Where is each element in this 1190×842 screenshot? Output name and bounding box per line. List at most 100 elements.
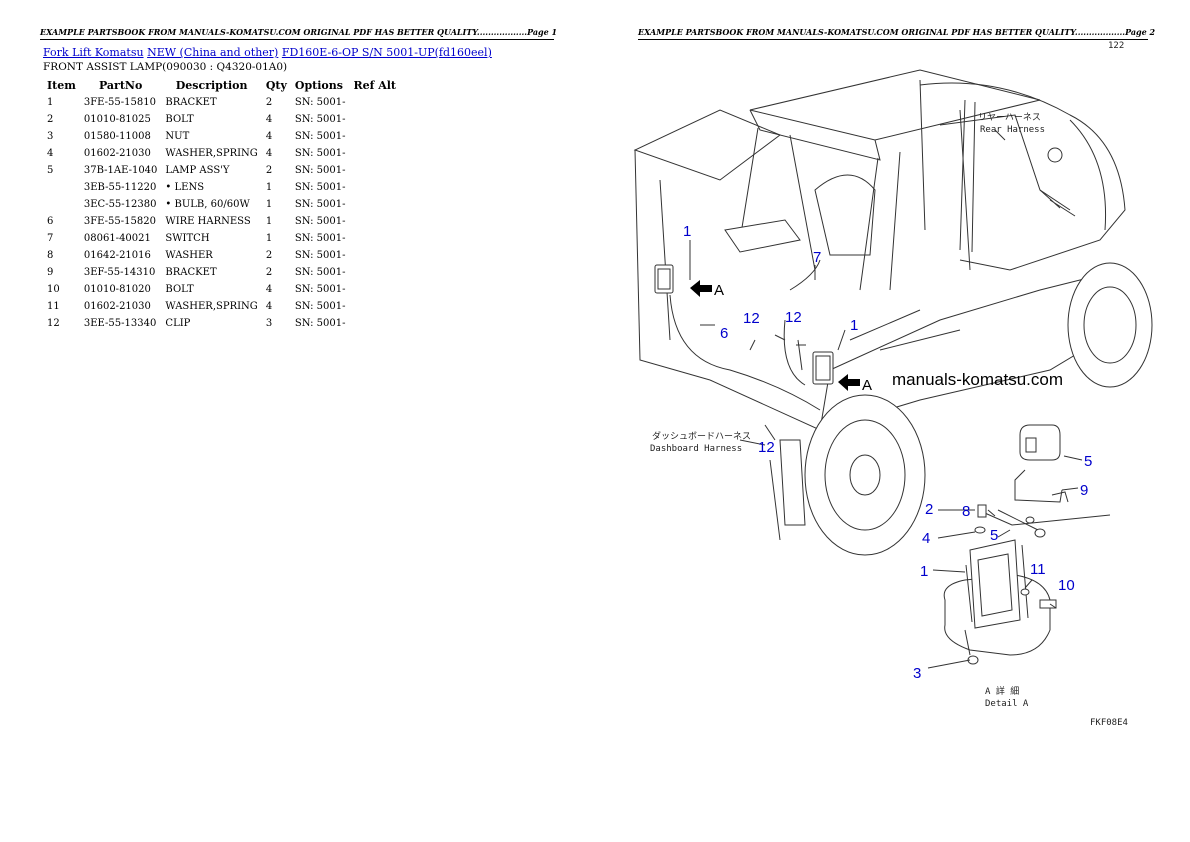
cell-partno: 3FE-55-15820 [83,216,156,227]
column-header-ref-alt: Ref Alt [353,78,397,92]
callout-2: 2 [925,501,933,518]
cell-item: 1 [47,97,54,108]
cell-qty: 1 [265,199,273,210]
cell-qty: 1 [265,216,273,227]
cell-description: SWITCH [165,233,210,244]
callout-1-cab: 1 [683,223,691,240]
cell-options: SN: 5001- [294,250,346,261]
cell-partno: 01602-21030 [83,301,151,312]
cell-options: SN: 5001- [294,165,346,176]
cell-ref-alt [350,247,401,264]
cell-partno: 3EE-55-13340 [83,318,157,329]
cell-item: 10 [47,284,60,295]
callout-7: 7 [813,249,821,266]
cell-item: 11 [47,301,60,312]
diagram-svg: A A リヤーハーネス Rear Harness ダッシュボードハーネス Das… [633,41,1153,728]
cell-item: 3 [47,131,54,142]
table-row: 2 01010-81025 BOLT 4 SN: 5001- [43,111,400,128]
cell-partno: 01010-81020 [83,284,151,295]
cell-description: BRACKET [165,267,217,278]
cell-qty: 2 [265,250,273,261]
cell-description: BOLT [165,114,194,125]
breadcrumb-link-forklift[interactable]: Fork Lift Komatsu [43,46,144,59]
cell-partno: 3FE-55-15810 [83,97,156,108]
cell-ref-alt [350,162,401,179]
page-1-header: EXAMPLE PARTSBOOK FROM MANUALS-KOMATSU.C… [40,27,557,40]
cell-qty: 4 [265,301,273,312]
cell-options: SN: 5001- [294,114,346,125]
callout-12-dash: 12 [758,439,775,456]
callout-5-lamp: 5 [1084,453,1092,470]
callout-12-clip: 12 [785,309,802,326]
callout-9: 9 [1080,482,1088,499]
cell-ref-alt [350,213,401,230]
cell-partno: 01010-81025 [83,114,151,125]
section-title: FRONT ASSIST LAMP(090030 : Q4320-01A0) [43,61,288,73]
callout-3: 3 [913,665,921,682]
cell-qty: 3 [265,318,273,329]
cell-ref-alt [350,315,401,332]
cell-description: • LENS [165,182,205,193]
cell-qty: 4 [265,148,273,159]
table-header-row: Item PartNo Description Qty Options Ref … [43,77,400,94]
column-header-qty: Qty [265,78,287,92]
column-header-options: Options [294,78,343,92]
rear-harness-label: Rear Harness [980,125,1045,135]
cell-ref-alt [350,94,401,111]
cell-qty: 2 [265,97,273,108]
dash-harness-label: Dashboard Harness [650,444,742,454]
parts-table: Item PartNo Description Qty Options Ref … [43,77,400,332]
cell-partno: 3EC-55-12380 [83,199,157,210]
cell-item [43,196,80,213]
breadcrumb: Fork Lift Komatsu NEW (China and other) … [43,46,492,59]
cell-ref-alt [350,145,401,162]
cell-item: 12 [47,318,60,329]
rear-harness-jp-label: リヤーハーネス [978,112,1041,123]
cell-options: SN: 5001- [294,233,346,244]
diagram-page-number: 122 [1108,41,1124,51]
cell-description: LAMP ASS'Y [165,165,230,176]
breadcrumb-link-region[interactable]: NEW (China and other) [147,46,279,59]
cell-item: 5 [47,165,54,176]
cell-description: WASHER,SPRING [165,148,258,159]
cell-partno: 3EF-55-14310 [83,267,156,278]
cell-options: SN: 5001- [294,182,346,193]
cell-description: WASHER [165,250,213,261]
breadcrumb-link-model[interactable]: FD160E-6-OP S/N 5001-UP(fd160eel) [281,46,492,59]
cell-options: SN: 5001- [294,131,346,142]
cell-options: SN: 5001- [294,216,346,227]
cell-description: • BULB, 60/60W [165,199,250,210]
callout-4: 4 [922,530,930,547]
column-header-item: Item [47,78,76,92]
cell-item: 8 [47,250,54,261]
cell-qty: 1 [265,182,273,193]
cell-ref-alt [350,281,401,298]
cell-qty: 1 [265,233,273,244]
cell-options: SN: 5001- [294,318,346,329]
cell-item: 7 [47,233,54,244]
cell-description: CLIP [165,318,191,329]
column-header-description: Description [175,78,248,92]
page-2-header: EXAMPLE PARTSBOOK FROM MANUALS-KOMATSU.C… [638,27,1155,40]
cell-options: SN: 5001- [294,267,346,278]
cell-qty: 4 [265,114,273,125]
drawing-code: FKF08E4 [1090,718,1128,728]
cell-ref-alt [350,298,401,315]
cell-item: 2 [47,114,54,125]
cell-options: SN: 5001- [294,148,346,159]
watermark: manuals-komatsu.com [892,370,1063,389]
cell-description: WASHER,SPRING [165,301,258,312]
cell-description: NUT [165,131,190,142]
cell-item: 6 [47,216,54,227]
column-header-partno: PartNo [98,78,143,92]
